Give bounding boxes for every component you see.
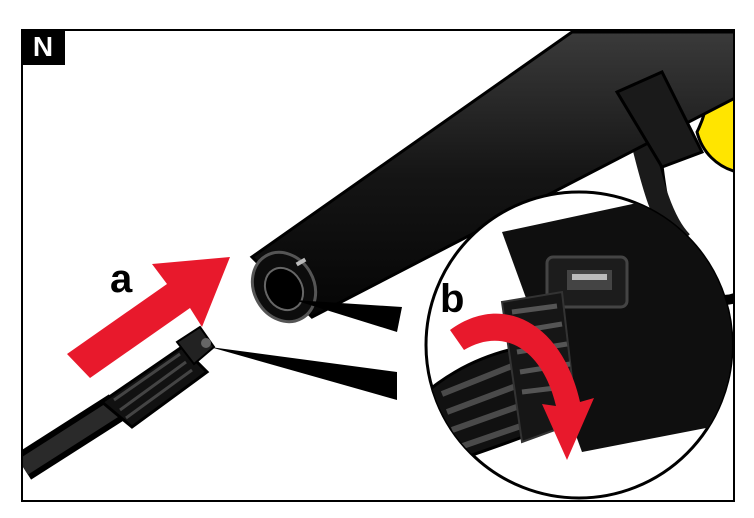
- callout-a: a: [110, 257, 133, 301]
- insert-arrow: [67, 257, 230, 378]
- callout-b: b: [440, 277, 464, 321]
- callout-pointers: [210, 300, 402, 400]
- panel-label: N: [21, 29, 65, 65]
- assembly-illustration: a b: [23, 31, 733, 500]
- illustration-frame: a b: [21, 29, 735, 502]
- spray-gun: [249, 31, 733, 324]
- rotate-arrow: [450, 313, 594, 460]
- hose-plug: [23, 325, 216, 480]
